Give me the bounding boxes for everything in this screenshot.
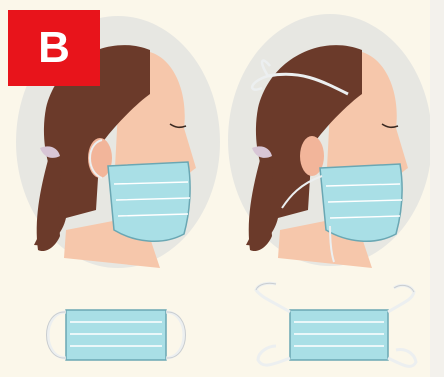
tie-mask-icon bbox=[256, 283, 416, 366]
face-with-tie-mask-icon bbox=[228, 14, 432, 268]
ear-loop-mask-icon bbox=[47, 310, 186, 360]
step-badge: B bbox=[8, 10, 100, 86]
right-border-strip bbox=[430, 0, 444, 377]
step-badge-label: B bbox=[38, 23, 70, 73]
